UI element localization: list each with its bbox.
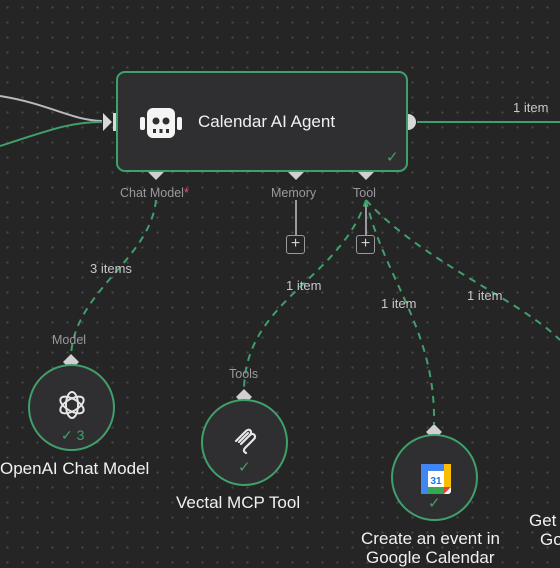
mcp-port-label: Tools: [229, 367, 259, 381]
tool-connection-calendar: [365, 199, 436, 425]
get-node-title-line1: Get: [529, 511, 557, 530]
get-tool-item-count: 1 item: [467, 288, 503, 303]
calendar-ai-agent-node[interactable]: Calendar AI Agent ✓: [116, 71, 408, 172]
mcp-icon: [234, 428, 257, 455]
calendar-node-title-line1: Create an event in: [361, 529, 500, 548]
openai-icon: [59, 391, 85, 419]
calendar-node-title-line2: Google Calendar: [366, 548, 495, 567]
incoming-connection-green: [0, 121, 103, 147]
tool-connection-get: [365, 199, 560, 341]
robot-icon: [140, 108, 182, 138]
tool-connection-mcp: [243, 199, 367, 391]
mcp-tool-item-count: 1 item: [286, 278, 322, 293]
incoming-connection-gray: [0, 95, 103, 122]
input-port: [103, 113, 112, 131]
calendar-day-number: 31: [430, 476, 442, 487]
add-memory-button[interactable]: +: [286, 235, 305, 254]
openai-run-count: ✓ 3: [61, 427, 85, 443]
google-calendar-icon: 31: [421, 464, 451, 494]
mcp-success-check-icon: ✓: [238, 459, 251, 476]
get-node-title-line2: Go: [540, 530, 560, 549]
calendar-tool-item-count: 1 item: [381, 296, 417, 311]
calendar-success-check-icon: ✓: [428, 495, 441, 512]
agent-title: Calendar AI Agent: [198, 112, 336, 131]
google-calendar-create-event-node[interactable]: 31 ✓: [391, 434, 478, 521]
agent-success-check-icon: ✓: [386, 149, 399, 166]
add-tool-button[interactable]: +: [356, 235, 375, 254]
openai-chat-model-node[interactable]: ✓ 3: [28, 364, 115, 451]
vectal-mcp-tool-node[interactable]: ✓: [201, 399, 288, 486]
chat-model-port-label: Chat Model*: [120, 186, 189, 200]
tool-port-label: Tool: [353, 186, 376, 200]
output-item-count: 1 item: [513, 100, 549, 115]
mcp-node-title: Vectal MCP Tool: [176, 493, 301, 512]
openai-node-title: OpenAI Chat Model: [0, 459, 150, 478]
chat-model-connection: [70, 199, 157, 356]
required-marker: *: [183, 186, 189, 200]
openai-port-label: Model: [52, 333, 87, 347]
memory-port-label: Memory: [271, 186, 317, 200]
chat-model-item-count: 3 items: [90, 261, 132, 276]
